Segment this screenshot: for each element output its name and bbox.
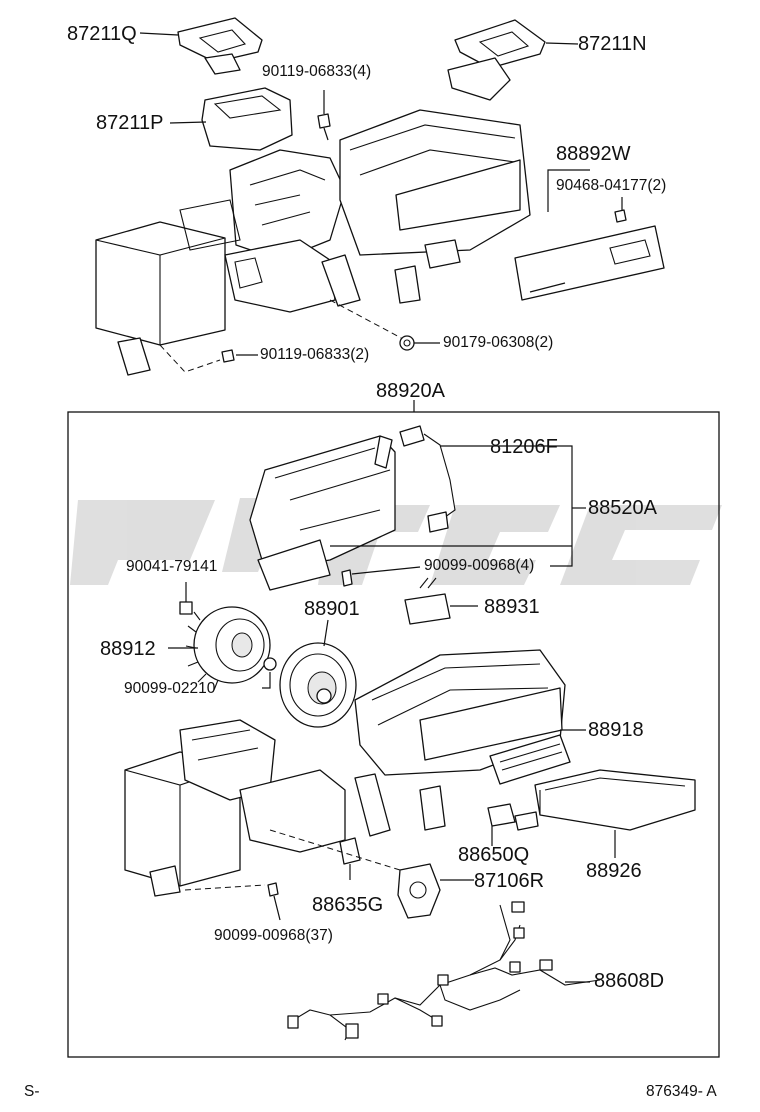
label-88901: 88901 <box>304 598 360 620</box>
blower-fan-88912 <box>168 606 271 691</box>
heater-unit-top <box>95 109 531 376</box>
case-88520A <box>249 435 396 591</box>
clip-90041 <box>179 582 193 615</box>
nut-90179 <box>399 335 415 351</box>
duct-87211N <box>447 19 546 101</box>
guide-line-top-1 <box>159 344 221 373</box>
blower-motor-88901 <box>279 619 357 728</box>
screw-90099-4 <box>341 566 421 587</box>
screw-90099-37 <box>267 882 281 921</box>
sensor-88650Q <box>487 803 539 846</box>
label-90099-00968-4: 90099-00968(4) <box>424 557 535 574</box>
label-88892W: 88892W <box>556 143 631 165</box>
label-90119-06833-2: 90119-06833(2) <box>260 346 370 363</box>
label-88650Q: 88650Q <box>458 844 530 866</box>
footer-diagram-number: 876349- A <box>646 1083 717 1100</box>
label-90099-02210: 90099-02210 <box>124 680 216 697</box>
label-88920A: 88920A <box>376 380 445 402</box>
filter-tray-88926 <box>534 769 696 858</box>
resistor-88931 <box>404 577 478 625</box>
label-90041-79141: 90041-79141 <box>126 558 218 575</box>
label-88931: 88931 <box>484 596 540 618</box>
label-87211P: 87211P <box>96 112 164 134</box>
label-87211N: 87211N <box>578 33 647 55</box>
washer-90099-02210 <box>262 657 277 689</box>
servo-87106R <box>397 863 474 919</box>
guide-line-lower <box>184 829 401 891</box>
label-90119-06833-4: 90119-06833(4) <box>262 63 372 80</box>
filter-88918 <box>489 729 586 785</box>
wire-harness-88608D <box>287 901 601 1041</box>
label-88608D: 88608D <box>594 970 665 992</box>
label-90179-06308-2: 90179-06308(2) <box>443 334 554 351</box>
label-90468-04177-2: 90468-04177(2) <box>556 177 667 194</box>
sensor-88635G <box>339 837 361 880</box>
guide-line-top-2 <box>329 299 406 341</box>
duct-87211P <box>201 87 293 151</box>
label-87106R: 87106R <box>474 870 545 892</box>
panel-88892W <box>514 209 665 301</box>
screw-90119-top <box>317 113 331 141</box>
sensor-81206F <box>399 425 456 533</box>
label-88918: 88918 <box>588 719 644 741</box>
label-88635G: 88635G <box>312 894 384 916</box>
heater-unit-lower <box>124 649 566 897</box>
label-87211Q: 87211Q <box>67 23 137 45</box>
label-81206F: 81206F <box>490 436 558 458</box>
footer-left-code: S- <box>24 1083 40 1100</box>
duct-87211Q <box>177 17 263 75</box>
label-88926: 88926 <box>586 860 642 882</box>
label-88912: 88912 <box>100 638 156 660</box>
screw-90119-bottom <box>221 349 235 363</box>
assembly-frame <box>67 411 720 1058</box>
label-88520A: 88520A <box>588 497 657 519</box>
label-90099-00968-37: 90099-00968(37) <box>214 927 333 944</box>
